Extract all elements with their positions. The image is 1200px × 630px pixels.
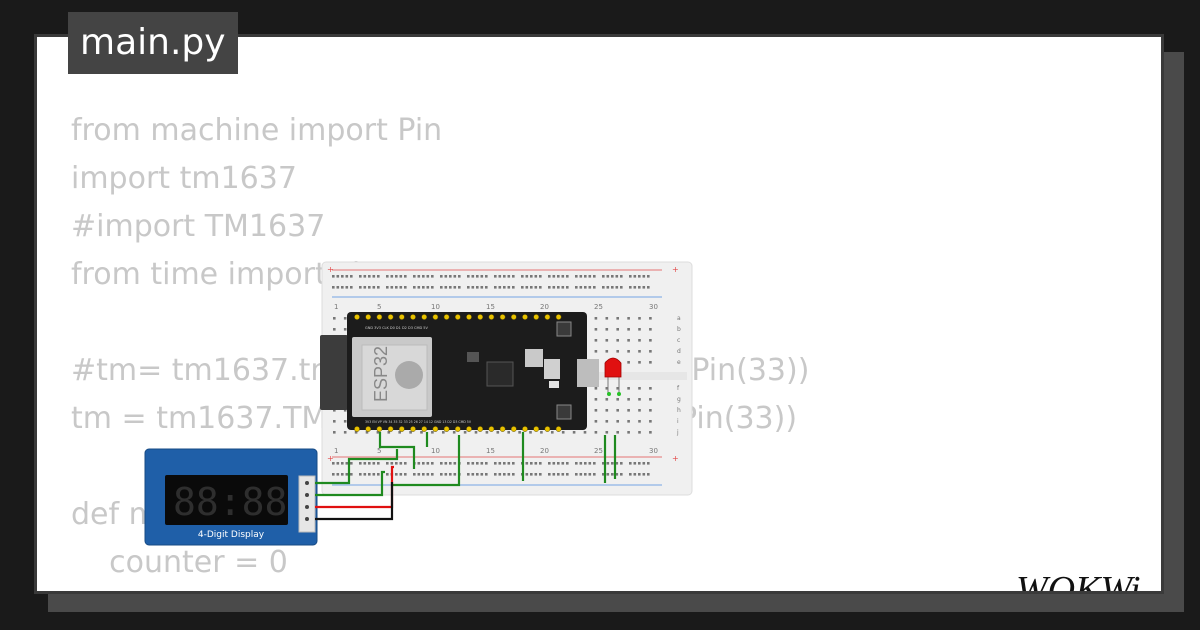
- esp32-bottom-pin-labels: 3V3 EN VP VN 34 35 32 33 25 26 27 14 12 …: [365, 420, 472, 424]
- code-line: #import TM1637: [71, 209, 326, 244]
- red-led[interactable]: [604, 357, 622, 396]
- rail-plus-top: +: [327, 265, 334, 274]
- four-digit-display[interactable]: 88:88 4-Digit Display: [144, 448, 318, 546]
- file-name-tab[interactable]: main.py: [68, 12, 238, 74]
- breadboard-column-number: 1: [334, 447, 338, 455]
- breadboard-row-letter: b: [677, 326, 681, 333]
- breadboard-column-number: 15: [486, 303, 495, 311]
- breadboard-row-letter: c: [677, 337, 680, 344]
- rail-plus-top-right: +: [672, 265, 679, 274]
- breadboard-column-number: 30: [649, 303, 658, 311]
- wokwi-logo: WOKWi: [1016, 569, 1141, 594]
- breadboard-column-number: 20: [540, 303, 549, 311]
- breadboard-column-number: 15: [486, 447, 495, 455]
- wokwi-logo-text: WOKWi: [1016, 569, 1141, 594]
- code-line: from machine import Pin: [71, 113, 443, 148]
- esp32-pin-headers: [354, 314, 562, 432]
- breadboard-column-number: 20: [540, 447, 549, 455]
- breadboard-column-number: 5: [377, 303, 381, 311]
- breadboard-wires: [378, 432, 617, 487]
- esp32-top-pin-labels: GND 3V3 CLK D0 D1 D2 D3 CMD 5V: [365, 326, 429, 330]
- breadboard-row-letter: e: [677, 359, 681, 366]
- breadboard-column-number: 25: [594, 447, 603, 455]
- display-label: 4-Digit Display: [198, 530, 265, 540]
- breadboard-row-letter: d: [677, 348, 681, 355]
- code-line: counter = 0: [71, 545, 288, 580]
- rail-plus-bottom: +: [327, 454, 334, 463]
- breadboard-row-letter: g: [677, 396, 681, 403]
- breadboard-row-letter: f: [677, 385, 680, 392]
- breadboard-column-number: 25: [594, 303, 603, 311]
- breadboard-column-number: 30: [649, 447, 658, 455]
- code-line: while True:: [71, 587, 809, 591]
- breadboard-row-letter: h: [677, 407, 681, 414]
- breadboard-column-number: 1: [334, 303, 338, 311]
- breadboard-row-letter: a: [677, 315, 681, 322]
- esp32-label: ESP32: [371, 346, 391, 402]
- breadboard-row-letter: i: [677, 418, 679, 425]
- code-line: import tm1637: [71, 161, 297, 196]
- rail-plus-bottom-right: +: [672, 454, 679, 463]
- display-digits: 88:88: [173, 480, 287, 524]
- display-wires: [315, 449, 399, 521]
- breadboard-row-letter: j: [676, 429, 679, 436]
- breadboard-column-number: 5: [377, 447, 381, 455]
- breadboard-column-number: 10: [431, 447, 440, 455]
- esp32-board[interactable]: ESP32 GND 3V3 CLK D0 D1 D2 D3 CMD 5V 3V3…: [320, 312, 599, 432]
- preview-card: from machine import Pin import tm1637 #imp…: [34, 34, 1164, 594]
- breadboard-column-number: 10: [431, 303, 440, 311]
